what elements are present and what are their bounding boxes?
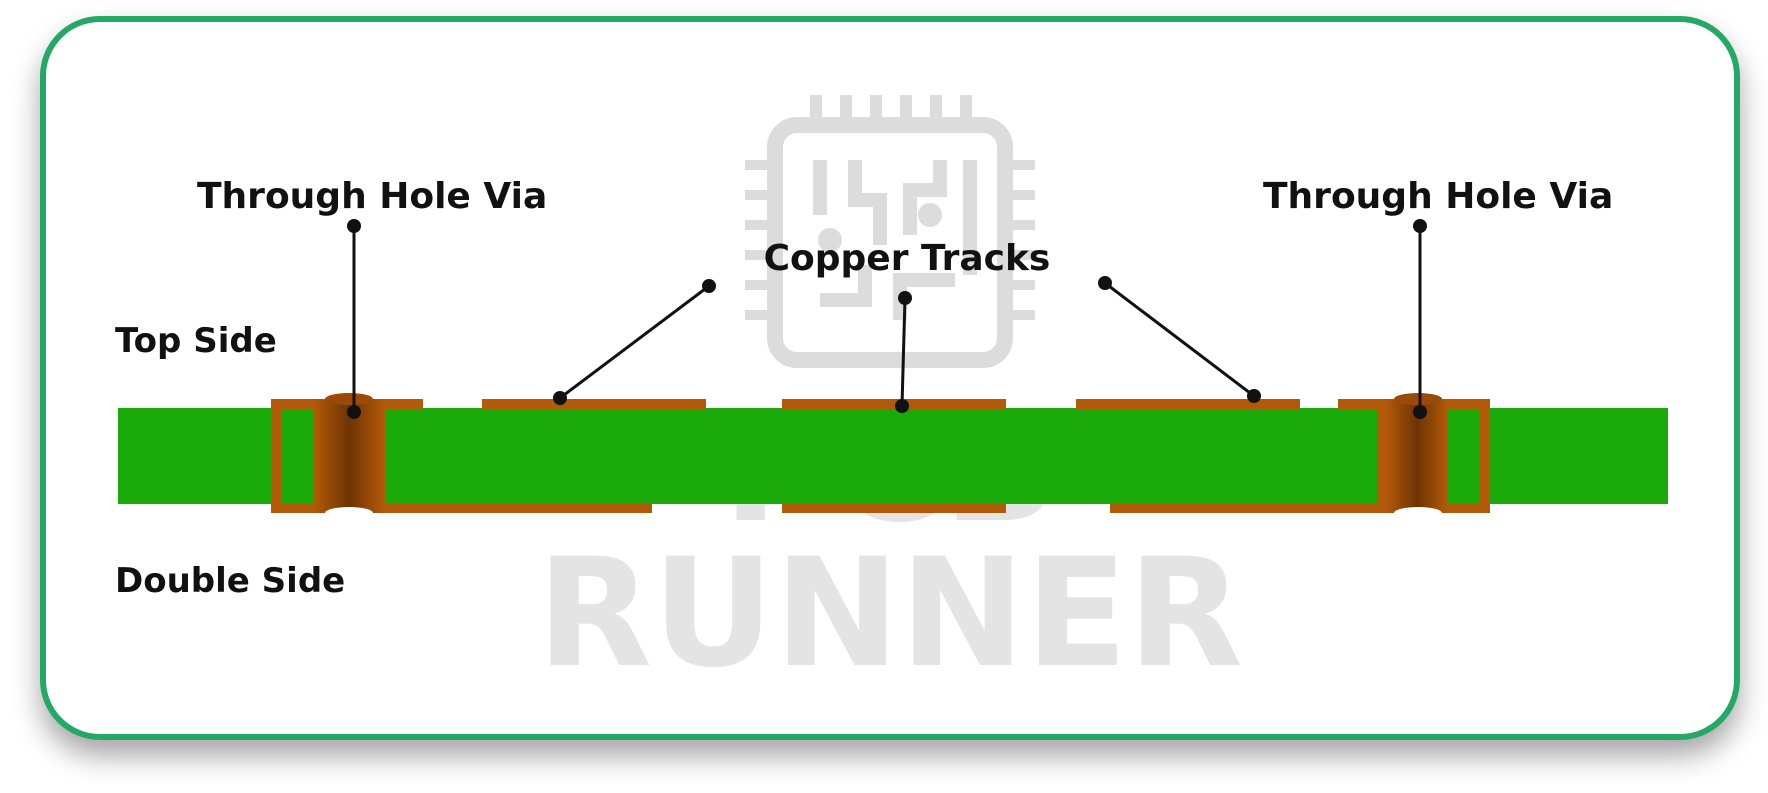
label-double-side: Double Side — [115, 561, 345, 601]
via-left-bottom-pad — [271, 503, 652, 513]
leader-track-1 — [559, 284, 710, 400]
pcb-board — [118, 393, 1668, 519]
label-top-side: Top Side — [115, 321, 277, 361]
top-track-2 — [782, 399, 1006, 409]
circuit-chip-icon — [767, 117, 1013, 368]
via-left-wall-outer — [271, 399, 281, 513]
leader-lines — [347, 219, 1427, 419]
label-via-left: Through Hole Via — [197, 176, 547, 217]
leader-track-3 — [1104, 281, 1255, 398]
diagram-frame — [40, 16, 1740, 740]
via-left-barrel — [314, 399, 384, 513]
label-via-right: Through Hole Via — [1263, 176, 1613, 217]
top-track-3 — [1076, 399, 1300, 409]
bottom-track-1 — [782, 503, 1006, 513]
top-track-1 — [482, 399, 706, 409]
bottom-track-2 — [1110, 503, 1390, 513]
watermark-runner: RUNNER — [537, 527, 1243, 701]
chip-pins — [745, 95, 1035, 320]
leader-track-2 — [900, 297, 907, 407]
label-copper-tracks: Copper Tracks — [764, 238, 1051, 279]
